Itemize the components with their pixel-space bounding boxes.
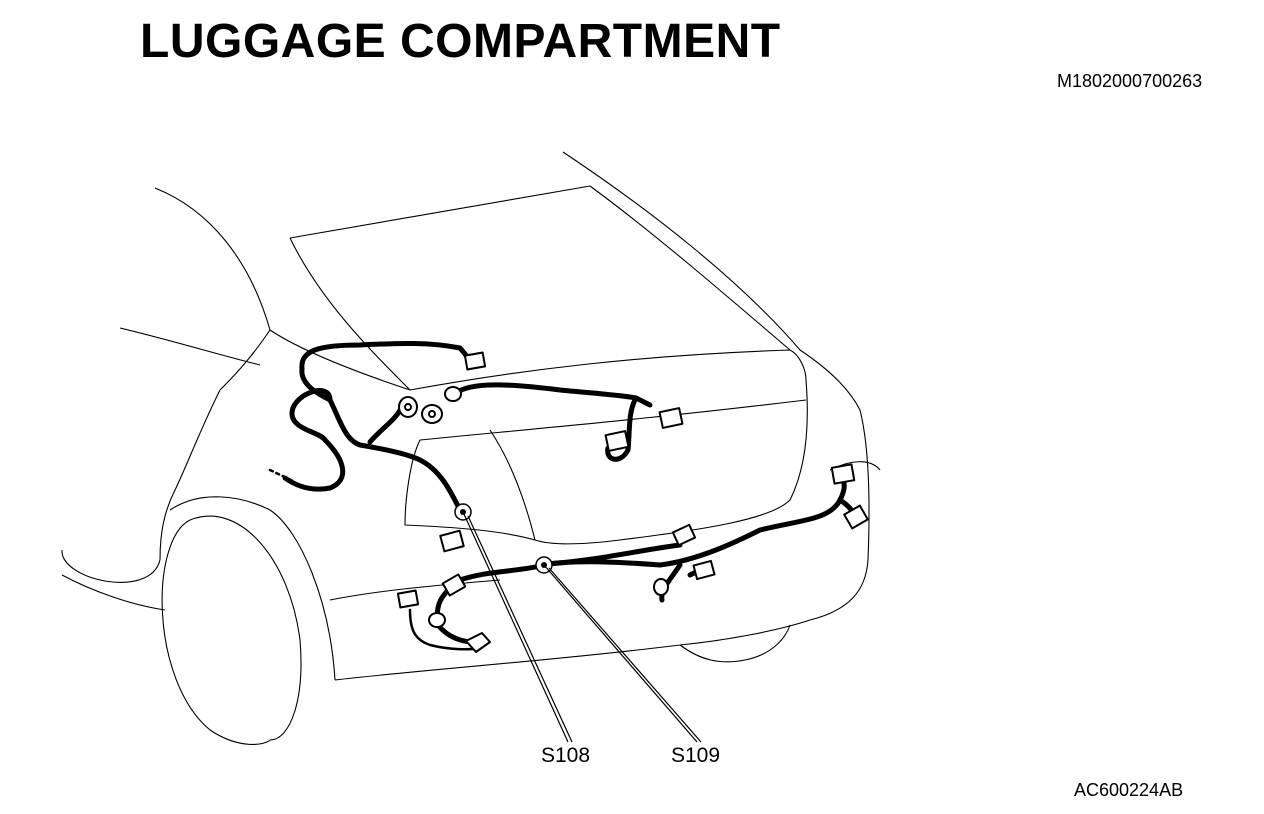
grommet-icon — [653, 578, 669, 596]
grommet-icon — [444, 386, 462, 402]
connector-icon — [439, 529, 465, 553]
grommet-center-icon — [428, 410, 436, 418]
connector-icon — [658, 407, 684, 429]
connector-icon — [830, 463, 856, 485]
connectors — [396, 351, 869, 653]
leader-line-s109-b — [548, 567, 702, 743]
splice-label-s109: S109 — [671, 744, 721, 767]
grommet-icon — [428, 612, 446, 628]
car-body-outline — [61, 151, 881, 746]
page-title: LUGGAGE COMPARTMENT — [140, 15, 781, 68]
leader-line-s108 — [462, 511, 569, 743]
connector-icon — [692, 559, 716, 581]
document-code: M1802000700263 — [1057, 71, 1203, 91]
connector-icon — [671, 523, 697, 547]
figure-code: AC600224AB — [1074, 780, 1184, 800]
splice-callouts — [454, 503, 702, 743]
wiring-harness — [268, 340, 858, 651]
connector-icon — [604, 430, 630, 452]
grommet-center-icon — [404, 403, 412, 411]
leader-line-s109 — [543, 564, 698, 743]
connector-icon — [465, 632, 491, 653]
connector-icon — [843, 504, 869, 530]
connector-icon — [441, 573, 467, 597]
connector-icon — [463, 351, 487, 371]
leader-line-s108-b — [467, 515, 573, 743]
connector-icon — [396, 589, 420, 609]
splice-label-s108: S108 — [541, 744, 591, 767]
